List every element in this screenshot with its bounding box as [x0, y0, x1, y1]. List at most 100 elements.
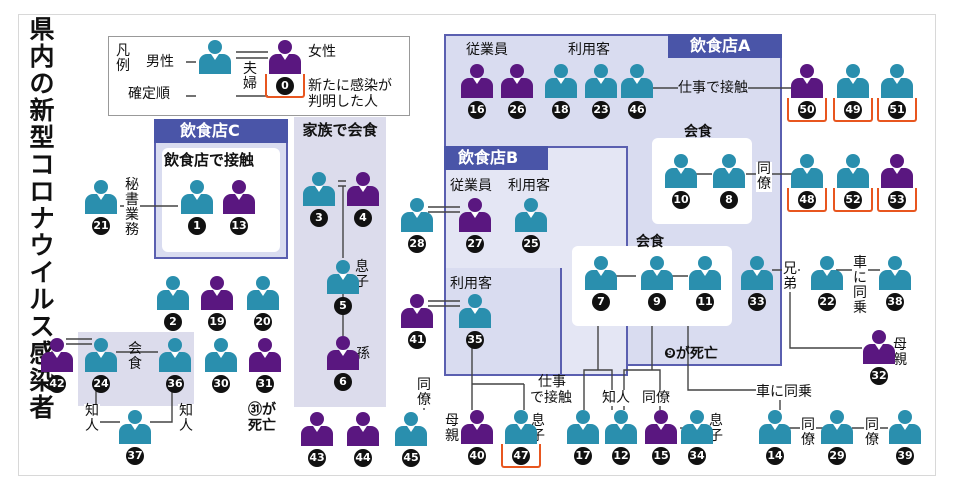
case-number-badge: 51	[888, 101, 906, 119]
person-male-icon: 22	[810, 256, 844, 314]
case-number-badge: 36	[166, 375, 184, 393]
a-customers-label: 利用客	[568, 42, 610, 58]
case-number-badge: 18	[552, 101, 570, 119]
acquaintance-label-36: 知人	[178, 403, 194, 434]
person-female-icon: 27	[458, 198, 492, 256]
legend-header: 凡例	[116, 43, 130, 74]
case-number-badge: 30	[212, 375, 230, 393]
person-female-icon: 16	[460, 64, 494, 122]
person-male-icon: 10	[664, 154, 698, 212]
b-customers2-label: 利用客	[450, 276, 492, 292]
case-number-badge: 26	[508, 101, 526, 119]
person-male-icon: 48	[787, 154, 827, 212]
person-male-icon: 36	[158, 338, 192, 396]
case-number-badge: 10	[672, 191, 690, 209]
legend-order-label: 確定順	[128, 86, 170, 102]
mother-label-40: 母親	[445, 413, 459, 444]
case-number-badge: 43	[308, 449, 326, 467]
person-male-icon: 11	[688, 256, 722, 314]
case-number-badge: 19	[208, 313, 226, 331]
case-number-badge: 14	[766, 447, 784, 465]
person-female-icon: 15	[644, 410, 678, 468]
person-female-icon: 0	[265, 40, 305, 98]
colleague-label-14: 同僚	[800, 417, 816, 448]
legend-new-label: 新たに感染が判明した人	[308, 78, 392, 110]
colleague-label-8: 同僚	[756, 161, 772, 192]
death-9-label: ❾が死亡	[664, 346, 718, 362]
restaurant-a-title: 飲食店A	[690, 36, 751, 55]
person-female-icon: 19	[200, 276, 234, 334]
case-number-badge: 33	[748, 293, 766, 311]
case-number-badge: 25	[522, 235, 540, 253]
person-male-icon: 52	[833, 154, 873, 212]
death-31-label-2: 死亡	[248, 418, 276, 434]
case-number-badge: 46	[628, 101, 646, 119]
person-male-icon: 45	[394, 412, 428, 470]
case-number-badge: 9	[648, 293, 666, 311]
person-female-icon: 6	[326, 336, 360, 394]
diagram-frame	[18, 14, 936, 476]
restaurant-c-title: 飲食店C	[180, 121, 240, 140]
case-number-badge: 34	[688, 447, 706, 465]
person-male-icon: 12	[604, 410, 638, 468]
case-number-badge: 45	[402, 449, 420, 467]
case-number-badge: 47	[512, 447, 530, 465]
person-male-icon: 49	[833, 64, 873, 122]
case-number-badge: 28	[408, 235, 426, 253]
acquaintance-label-24: 知人	[84, 403, 100, 434]
case-number-badge: 8	[720, 191, 738, 209]
legend-male-label: 男性	[146, 54, 174, 70]
case-number-badge: 2	[164, 313, 182, 331]
car-together-label: 車に同乗	[756, 384, 812, 400]
case-number-badge: 31	[256, 375, 274, 393]
colleague-label-15: 同僚	[642, 390, 670, 406]
person-male-icon: 18	[544, 64, 578, 122]
case-number-badge: 52	[844, 191, 862, 209]
person-male-icon: 35	[458, 294, 492, 352]
case-number-badge: 11	[696, 293, 714, 311]
work-contact-label-17: 仕事	[538, 374, 566, 390]
acquaintance-label-12: 知人	[602, 390, 630, 406]
colleague-label-45: 同僚	[416, 377, 432, 408]
case-number-badge: 17	[574, 447, 592, 465]
person-male-icon: 5	[326, 260, 360, 318]
restaurant-b-header-bg	[444, 146, 548, 170]
brother-label: 兄弟	[782, 261, 798, 292]
case-number-badge: 32	[870, 367, 888, 385]
case-number-badge: 53	[888, 191, 906, 209]
case-number-badge: 5	[334, 297, 352, 315]
person-male-icon: 30	[204, 338, 238, 396]
death-31-label-1: ㉛が	[248, 402, 276, 418]
case-number-badge: 29	[828, 447, 846, 465]
case-number-badge: 12	[612, 447, 630, 465]
person-male-icon: 8	[712, 154, 746, 212]
case-number-badge: 23	[592, 101, 610, 119]
person-male-icon: 29	[820, 410, 854, 468]
b-customers-label: 利用客	[508, 178, 550, 194]
case-number-badge: 39	[896, 447, 914, 465]
case-number-badge: 38	[886, 293, 904, 311]
legend-box	[108, 36, 410, 116]
person-male-icon: 34	[680, 410, 714, 468]
dinner-3-label: 会食	[128, 341, 142, 372]
case-number-badge: 16	[468, 101, 486, 119]
person-male-icon: 3	[302, 172, 336, 230]
person-female-icon: 43	[300, 412, 334, 470]
case-number-badge: 27	[466, 235, 484, 253]
car-label-22: 車に同乗	[852, 255, 868, 316]
person-female-icon: 40	[460, 410, 494, 468]
grandson-label: 孫	[356, 346, 370, 362]
person-female-icon: 44	[346, 412, 380, 470]
person-male-icon: 14	[758, 410, 792, 468]
person-male-icon: 7	[584, 256, 618, 314]
case-number-badge: 0	[276, 77, 294, 95]
person-male-icon: 46	[620, 64, 654, 122]
case-number-badge: 49	[844, 101, 862, 119]
case-number-badge: 35	[466, 331, 484, 349]
restaurant-c-header-bg	[154, 119, 288, 143]
person-female-icon: 4	[346, 172, 380, 230]
family-dinner-label: 家族で会食	[302, 121, 378, 139]
person-male-icon: 39	[888, 410, 922, 468]
